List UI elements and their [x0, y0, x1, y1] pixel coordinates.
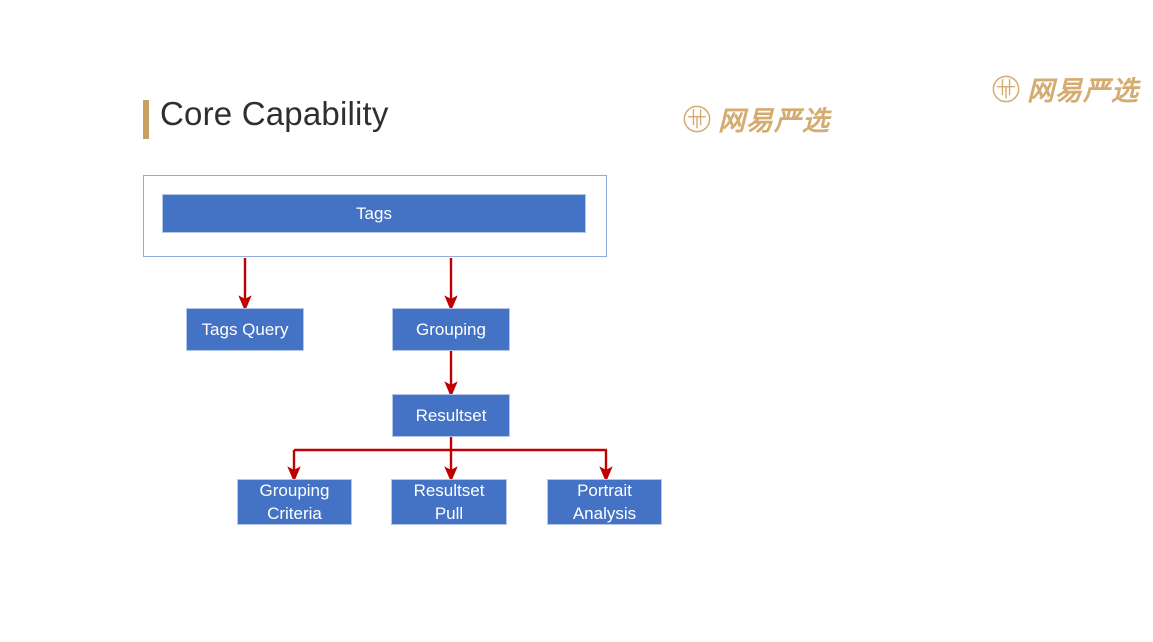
node-resultset-pull[interactable]: Resultset Pull	[391, 479, 507, 525]
watermark-logo-2: 网易严选	[991, 69, 1139, 108]
node-tags[interactable]: Tags	[162, 194, 586, 233]
node-portrait-analysis[interactable]: Portrait Analysis	[547, 479, 662, 525]
node-grouping-criteria[interactable]: Grouping Criteria	[237, 479, 352, 525]
node-grouping[interactable]: Grouping	[392, 308, 510, 351]
page-title: Core Capability	[160, 95, 389, 132]
node-resultset[interactable]: Resultset	[392, 394, 510, 437]
watermark-logo-1: 网易严选	[682, 99, 830, 138]
netease-yanxuan-circle-icon	[682, 104, 712, 134]
watermark-logo-1-text: 网易严选	[718, 106, 830, 136]
watermark-logo-2-text: 网易严选	[1027, 76, 1139, 106]
title-accent-bar	[143, 100, 149, 139]
node-tags-query[interactable]: Tags Query	[186, 308, 304, 351]
netease-yanxuan-circle-icon	[991, 74, 1021, 104]
